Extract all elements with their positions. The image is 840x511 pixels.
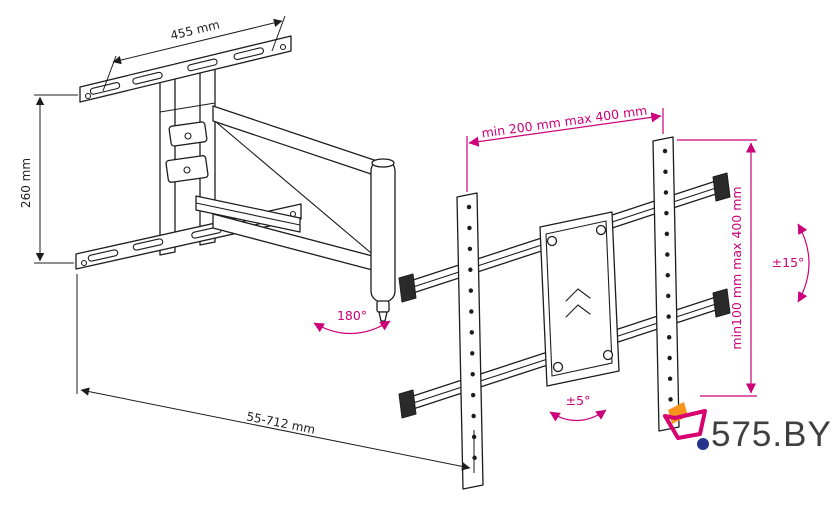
articulating-arm [165,105,396,322]
brand-text: 575.BY [711,415,832,454]
vesa-rail-right [652,136,680,432]
dim-label-vesa-height: min100 mm max 400 mm [729,186,744,349]
chevron-icon [565,288,591,302]
vesa-rail-left [456,192,484,490]
crossbar-endcap [712,172,731,202]
crossbar-endcap [398,273,417,303]
cart-wheel [697,438,709,450]
cart-icon [663,402,709,450]
angle-label-swivel: 180° [337,308,367,323]
tv-bracket-assembly [398,136,731,490]
angle-tilt: ±15° [772,223,810,303]
chevron-icon [565,304,591,318]
crossbar-endcap [398,389,417,419]
angle-label-level: ±5° [566,393,591,408]
dim-vesa-width: min 200 mm max 400 mm [466,102,664,192]
brand-logo: 575.BY [663,402,832,454]
dim-label-extension: 55-712 mm [245,409,316,436]
dim-vesa-height: min100 mm max 400 mm [677,139,757,397]
dim-plate-height: 260 mm [19,94,78,264]
dim-extension-range: 55-712 mm [76,274,475,473]
angle-level: ±5° [549,393,607,422]
crossbar-endcap [712,288,731,318]
dim-label-plate-height: 260 mm [19,158,33,208]
angle-label-tilt: ±15° [772,255,805,270]
dim-label-plate-width: 455 mm [169,17,221,42]
center-bracket [539,211,620,387]
cart-basket [663,409,707,440]
pivot-cylinder [370,159,396,303]
angle-swivel: 180° [313,308,391,335]
